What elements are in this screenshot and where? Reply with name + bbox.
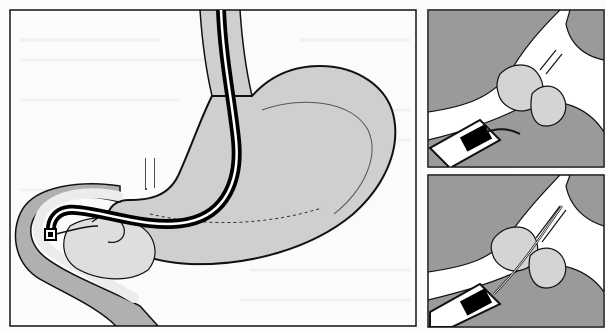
- inset-top-panel: [428, 10, 604, 168]
- inset-bottom-panel: [428, 175, 604, 327]
- inset-bottom-papilla-2: [529, 248, 566, 288]
- bile-duct-fill: [146, 158, 154, 188]
- inset-top-papilla-2: [531, 86, 566, 126]
- endoscope-tip-lens: [48, 232, 53, 237]
